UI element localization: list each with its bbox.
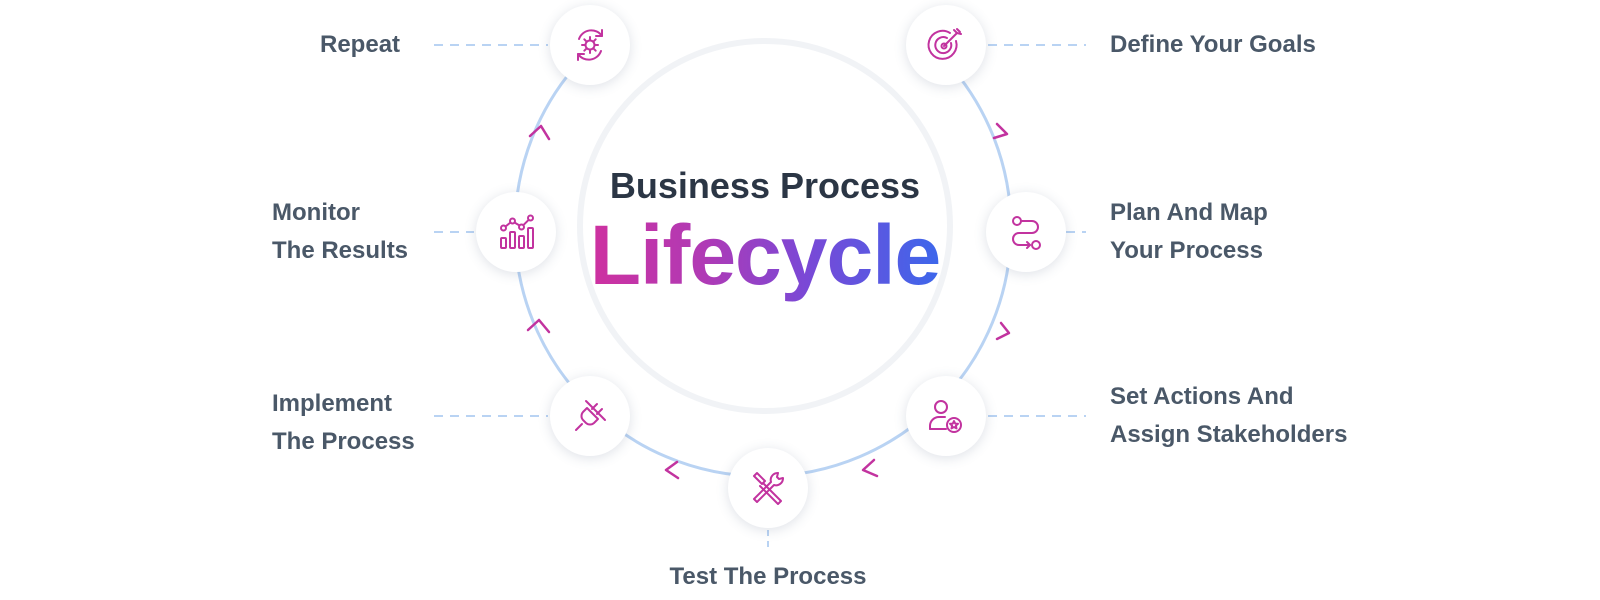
node-implement[interactable] — [550, 376, 630, 456]
plug-icon — [575, 400, 606, 431]
node-test-process[interactable] — [728, 448, 808, 528]
step-label-line: Set Actions And — [1110, 383, 1294, 410]
arrow-marker — [526, 318, 551, 334]
step-label-line: Assign Stakeholders — [1110, 421, 1348, 448]
step-label-line: Define Your Goals — [1110, 31, 1316, 58]
node-plan-map[interactable] — [986, 192, 1066, 272]
user-star-icon — [929, 400, 962, 433]
step-label-plan-map: Plan And Map Your Process — [1110, 194, 1268, 270]
node-repeat[interactable] — [550, 5, 630, 85]
step-label-line: Your Process — [1110, 237, 1263, 264]
arrow-marker — [992, 122, 1009, 140]
step-label-set-actions: Set Actions And Assign Stakeholders — [1110, 378, 1347, 454]
refresh-gear-icon — [577, 29, 603, 61]
node-define-goals[interactable] — [906, 5, 986, 85]
step-label-implement: Implement The Process — [272, 385, 415, 461]
step-label-line: Repeat — [320, 31, 401, 58]
step-label-line: Implement — [272, 390, 393, 417]
arrow-marker — [995, 321, 1011, 341]
route-icon — [1012, 216, 1041, 250]
arrow-marker — [861, 458, 879, 478]
step-label-line: Test The Process — [669, 563, 867, 590]
step-label-line: The Process — [272, 428, 415, 455]
step-label-line: The Results — [272, 237, 409, 264]
step-label-line: Plan And Map — [1110, 199, 1268, 226]
node-set-actions[interactable] — [906, 376, 986, 456]
step-label-define-goals: Define Your Goals — [1110, 26, 1316, 64]
step-label-monitor: Monitor The Results — [272, 194, 408, 270]
arrow-marker — [528, 124, 551, 141]
step-label-repeat: Repeat — [320, 26, 400, 64]
chart-icon — [500, 214, 534, 249]
target-icon — [927, 28, 962, 60]
center-lifecycle-word: Lifecycle — [560, 205, 970, 305]
center-title: Business Process — [609, 165, 921, 206]
step-label-line: Monitor — [272, 199, 360, 226]
tools-icon — [753, 472, 784, 505]
node-monitor[interactable] — [476, 192, 556, 272]
arrow-marker — [664, 460, 680, 480]
step-label-test-process: Test The Process — [660, 558, 876, 596]
inner-circle — [577, 38, 953, 414]
